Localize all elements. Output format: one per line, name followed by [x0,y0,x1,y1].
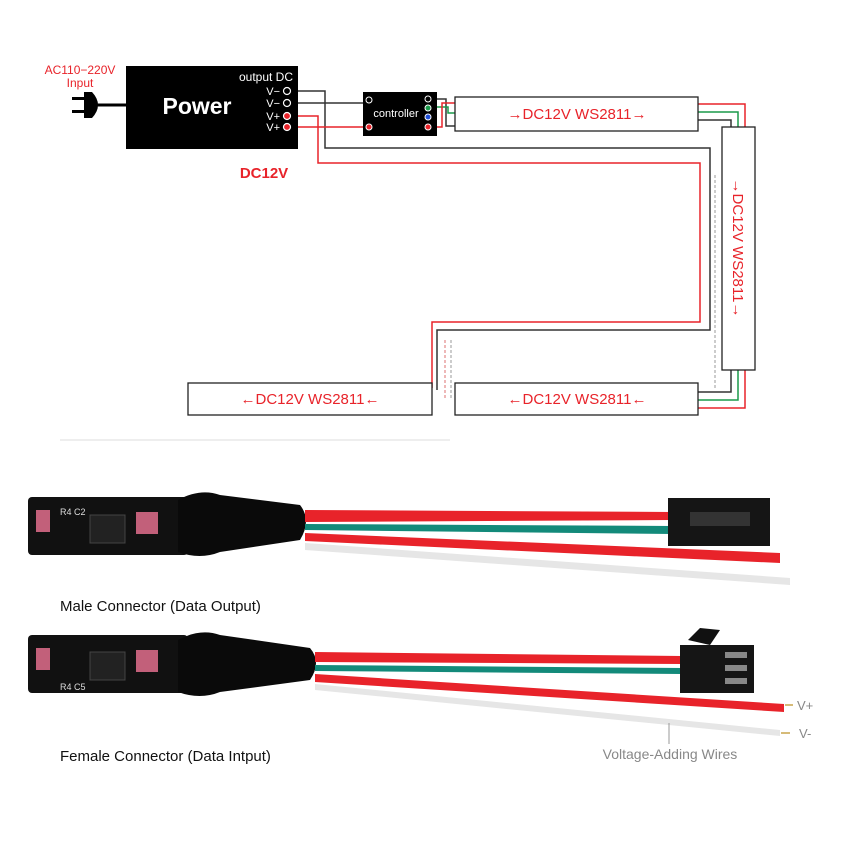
female-connector-caption: Female Connector (Data Intput) [60,748,271,765]
terminal-icon [424,95,432,103]
ac-input-label: AC110−220V [45,63,116,77]
power-label: Power [162,93,231,119]
terminal-icon [365,96,373,104]
led-strip-4 [187,382,433,416]
terminal-icon [424,113,432,121]
terminal-label: V− [266,86,280,98]
strip-label: →DC12V WS2811→ [508,106,647,123]
ac-input-sub: Input [67,76,94,90]
output-dc-label: output DC [239,70,293,84]
strip-label: →DC12V WS2811→ [729,179,746,318]
strip-label: ←DC12V WS2811← [241,391,380,408]
female-connector-photo: R4 C5 [28,628,793,744]
terminal-label: V+ [266,111,280,123]
voltage-wires-label: Voltage-Adding Wires [603,746,738,762]
terminal-icon [365,123,373,131]
led-strip-3 [454,382,699,416]
terminal-label: V− [266,98,280,110]
terminal-icon [424,104,432,112]
terminal-icon [282,122,292,132]
plug-icon [72,92,127,118]
terminal-icon [282,111,292,121]
pcb-marks: R4 C2 [60,507,86,517]
terminal-icon [282,86,292,96]
led-strip-2 [721,126,756,371]
dc-voltage-label: DC12V [240,165,288,182]
male-connector-photo: R4 C2 [28,492,790,585]
terminal-label: V+ [266,122,280,134]
pcb-marks: R4 C5 [60,682,86,692]
strip-label: ←DC12V WS2811← [508,391,647,408]
led-strip-1 [454,96,699,132]
terminal-icon [282,98,292,108]
vplus-label: V+ [797,698,813,713]
vminus-label: V- [799,726,811,741]
wires [292,90,746,409]
power-supply [126,66,298,149]
male-connector-caption: Male Connector (Data Output) [60,598,261,615]
controller-label: controller [373,108,419,120]
terminal-icon [424,123,432,131]
